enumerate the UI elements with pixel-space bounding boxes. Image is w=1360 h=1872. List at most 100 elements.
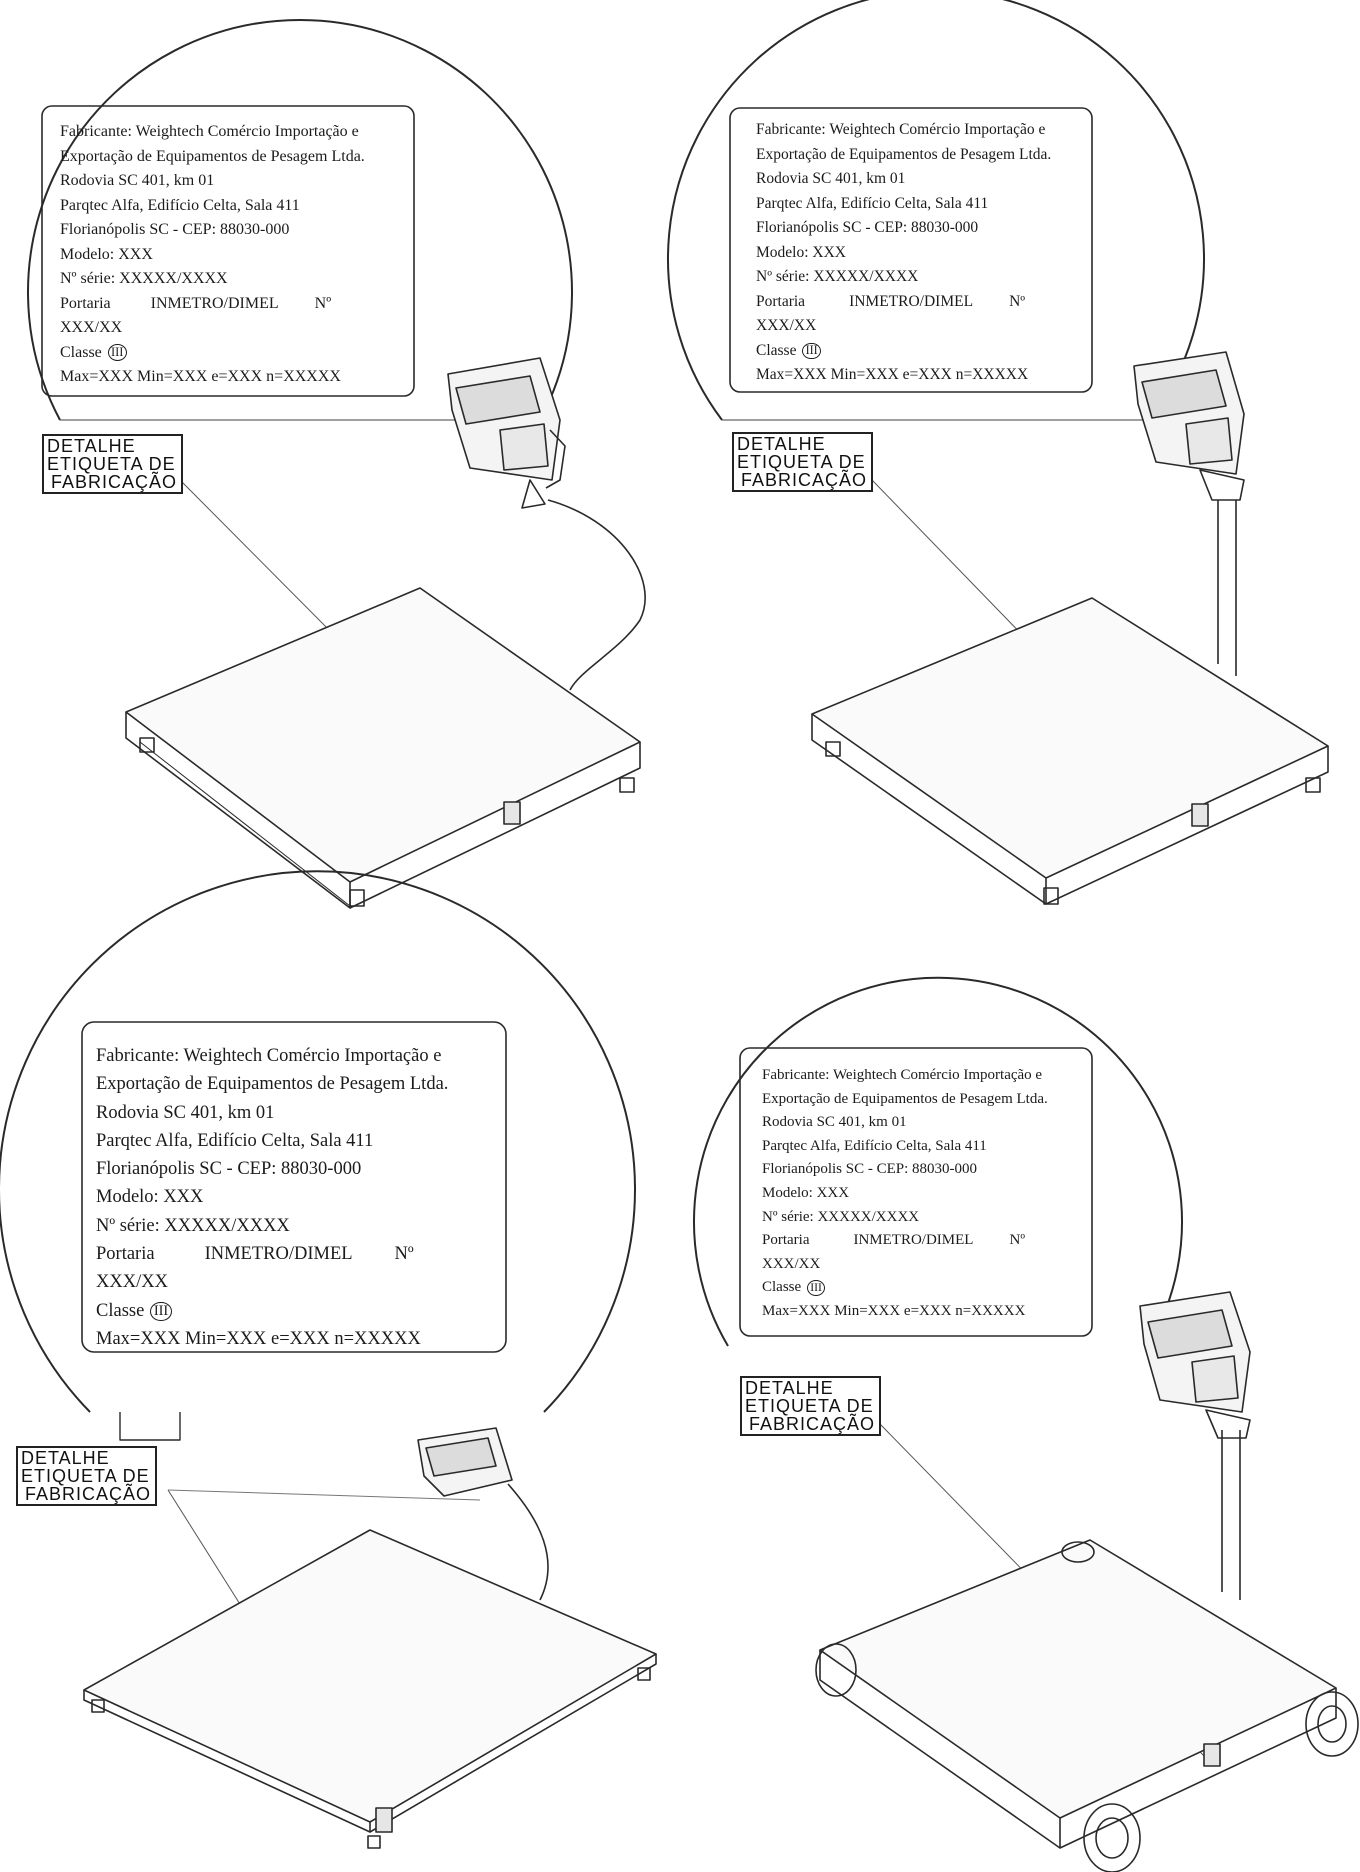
portaria-number: XXX/XX <box>60 319 123 336</box>
building-line: Parqtec Alfa, Edifício Celta, Sala 411 <box>756 194 989 212</box>
serial-line: Nº série: XXXXX/XXXX <box>762 1208 920 1225</box>
portaria-row: Portaria INMETRO/DIMEL Nº <box>60 292 365 317</box>
serial-line: Nº série: XXXXX/XXXX <box>756 268 919 285</box>
indicator-3 <box>417 1427 549 1601</box>
inmetro-text: INMETRO/DIMEL <box>204 1244 353 1265</box>
portaria-label: Portaria <box>60 294 111 312</box>
portaria-label: Portaria <box>96 1244 155 1265</box>
panel-4-drawing <box>693 976 1359 1872</box>
callout-line-2: ETIQUETA DE <box>47 454 176 474</box>
panel-3-drawing <box>0 870 657 1849</box>
label-plate-4 <box>739 1047 1093 1337</box>
limits-line: Max=XXX Min=XXX e=XXX n=XXXXX <box>756 366 1029 383</box>
class-label: Classe <box>96 1300 145 1321</box>
class-symbol: III <box>107 344 127 362</box>
column-4 <box>1221 1430 1241 1600</box>
class-symbol: III <box>150 1301 172 1322</box>
manufacturer-line: Fabricante: Weightech Comércio Importaçã… <box>756 121 1046 138</box>
manufacturer-label-3: Fabricante: Weightech Comércio Importaçã… <box>96 1042 448 1353</box>
address-line: Rodovia SC 401, km 01 <box>756 170 906 187</box>
company-line: Exportação de Equipamentos de Pesagem Lt… <box>60 147 365 165</box>
number-symbol: Nº <box>1009 292 1026 310</box>
callout-line-2: ETIQUETA DE <box>745 1396 874 1416</box>
manufacturer-label-1: Fabricante: Weightech Comércio Importaçã… <box>60 120 365 390</box>
manufacturer-line: Fabricante: Weightech Comércio Importaçã… <box>96 1046 442 1066</box>
callout-line-3: FABRICAÇÃO <box>25 1484 152 1504</box>
model-line: Modelo: XXX <box>60 245 153 263</box>
limits-line: Max=XXX Min=XXX e=XXX n=XXXXX <box>762 1302 1026 1319</box>
label-plate-1 <box>41 105 415 397</box>
callout-detail-label-2: DETALHE ETIQUETA DE FABRICAÇÃO <box>732 432 874 492</box>
callout-detail-label-1: DETALHE ETIQUETA DE FABRICAÇÃO <box>42 434 184 494</box>
manufacturer-label-4: Fabricante: Weightech Comércio Importaçã… <box>762 1064 1048 1324</box>
magnifier-circle-1 <box>27 19 573 421</box>
portaria-label: Portaria <box>756 292 806 310</box>
class-symbol: III <box>807 1279 825 1296</box>
class-row: Classe III <box>762 1276 1048 1300</box>
indicator-2 <box>1133 351 1245 501</box>
number-symbol: Nº <box>314 294 332 312</box>
model-line: Modelo: XXX <box>762 1184 850 1201</box>
model-line: Modelo: XXX <box>96 1187 204 1208</box>
callout-detail-label-3: DETALHE ETIQUETA DE FABRICAÇÃO <box>16 1446 158 1506</box>
callout-line-1: DETALHE <box>737 434 826 454</box>
limits-line: Max=XXX Min=XXX e=XXX n=XXXXX <box>96 1328 421 1349</box>
portaria-number: XXX/XX <box>762 1255 821 1272</box>
magnifier-circle-3 <box>0 870 636 1413</box>
number-symbol: Nº <box>1009 1232 1025 1249</box>
address-line: Rodovia SC 401, km 01 <box>60 172 215 189</box>
class-symbol: III <box>802 342 821 360</box>
portaria-number: XXX/XX <box>756 317 817 334</box>
class-row: Classe III <box>756 339 1051 364</box>
class-label: Classe <box>762 1279 802 1296</box>
magnifier-circle-4 <box>693 976 1183 1347</box>
model-line: Modelo: XXX <box>756 243 846 261</box>
magnifier-circle-2 <box>667 0 1205 421</box>
class-label: Classe <box>756 341 797 359</box>
portaria-number: XXX/XX <box>96 1272 168 1293</box>
portaria-row: Portaria INMETRO/DIMEL Nº <box>756 290 1051 315</box>
callout-line-1: DETALHE <box>21 1448 110 1468</box>
indicator-1 <box>447 357 566 509</box>
city-line: Florianópolis SC - CEP: 88030-000 <box>756 219 979 236</box>
class-label: Classe <box>60 343 102 361</box>
panel-1-drawing <box>27 19 646 909</box>
building-line: Parqtec Alfa, Edifício Celta, Sala 411 <box>762 1137 987 1154</box>
label-plate-2 <box>729 107 1093 393</box>
indicator-4 <box>1139 1291 1251 1439</box>
panel-2-drawing <box>667 0 1329 905</box>
callout-detail-label-4: DETALHE ETIQUETA DE FABRICAÇÃO <box>740 1376 882 1436</box>
company-line: Exportação de Equipamentos de Pesagem Lt… <box>762 1090 1048 1107</box>
cable-1 <box>547 499 646 691</box>
address-line: Rodovia SC 401, km 01 <box>762 1114 907 1131</box>
platform-4 <box>815 1539 1359 1872</box>
inmetro-text: INMETRO/DIMEL <box>849 292 974 310</box>
callout-line-3: FABRICAÇÃO <box>51 472 178 492</box>
column-2 <box>1217 500 1237 676</box>
callout-line-2: ETIQUETA DE <box>737 452 866 472</box>
limits-line: Max=XXX Min=XXX e=XXX n=XXXXX <box>60 368 341 385</box>
callout-line-1: DETALHE <box>745 1378 834 1398</box>
serial-line: Nº série: XXXXX/XXXX <box>60 270 228 287</box>
manufacturer-line: Fabricante: Weightech Comércio Importaçã… <box>762 1067 1043 1083</box>
callout-line-3: FABRICAÇÃO <box>749 1414 876 1434</box>
city-line: Florianópolis SC - CEP: 88030-000 <box>96 1159 362 1180</box>
city-line: Florianópolis SC - CEP: 88030-000 <box>60 221 290 238</box>
callout-line-3: FABRICAÇÃO <box>741 470 868 490</box>
company-line: Exportação de Equipamentos de Pesagem Lt… <box>96 1074 449 1095</box>
building-line: Parqtec Alfa, Edifício Celta, Sala 411 <box>60 196 300 214</box>
manufacturer-label-2: Fabricante: Weightech Comércio Importaçã… <box>756 118 1051 388</box>
address-line: Rodovia SC 401, km 01 <box>96 1102 275 1123</box>
serial-line: Nº série: XXXXX/XXXX <box>96 1215 290 1236</box>
manufacturer-line: Fabricante: Weightech Comércio Importaçã… <box>60 123 359 140</box>
inmetro-text: INMETRO/DIMEL <box>150 294 279 312</box>
building-line: Parqtec Alfa, Edifício Celta, Sala 411 <box>96 1130 374 1151</box>
callout-line-1: DETALHE <box>47 436 136 456</box>
inmetro-text: INMETRO/DIMEL <box>853 1232 974 1249</box>
callout-line-2: ETIQUETA DE <box>21 1466 150 1486</box>
company-line: Exportação de Equipamentos de Pesagem Lt… <box>756 145 1052 163</box>
